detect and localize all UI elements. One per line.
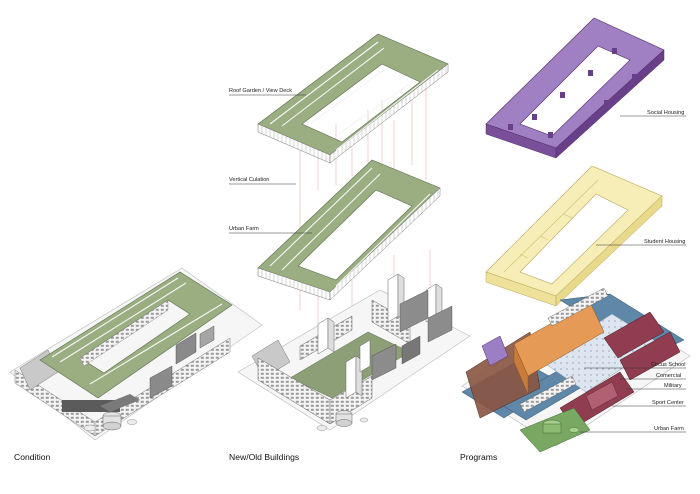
caption-programs: Programs [460, 452, 497, 462]
student-housing-block [485, 165, 663, 307]
caption-buildings: New/Old Buildings [229, 452, 299, 462]
caption-condition: Condition [14, 452, 51, 462]
label-urban-farm-middle: Urban Farm [229, 226, 259, 232]
label-urban-farm-programs: Urban Farm [654, 426, 684, 432]
programs-model [461, 287, 691, 453]
middle-annotations: Roof Garden / View Deck Vertical Culatio… [229, 88, 312, 234]
label-social-housing: Social Housing [647, 110, 684, 116]
label-student-housing: Student Housing [644, 239, 685, 245]
label-military: Military [664, 383, 682, 389]
label-vertical-culation: Vertical Culation [229, 177, 269, 183]
program-annotations [580, 115, 686, 433]
label-sport-center: Sport Center [652, 400, 684, 406]
label-circus-school: Circus School [651, 362, 686, 368]
label-commercial: Comercial [656, 373, 681, 379]
label-roof-garden: Roof Garden / View Deck [229, 88, 292, 94]
urban-farm-deck [257, 159, 441, 301]
new-old-buildings-model [237, 273, 471, 431]
social-housing-block [485, 17, 665, 159]
roof-garden-deck [257, 33, 449, 164]
condition-model [9, 267, 263, 441]
